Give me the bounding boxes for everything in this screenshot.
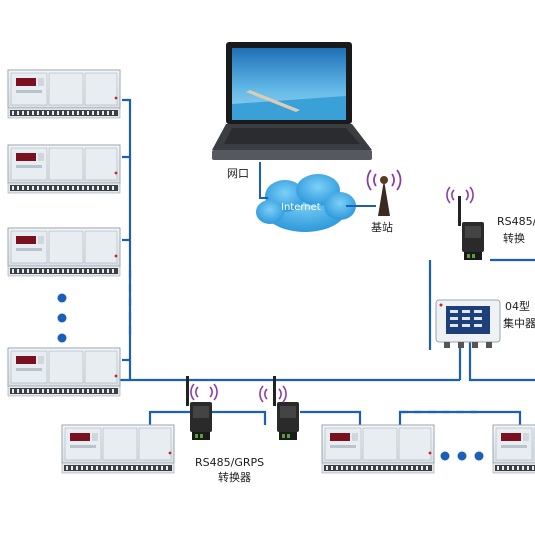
signal-waves-icon [190, 383, 218, 401]
network-port-link [259, 162, 268, 199]
gprs-modem-icon [186, 376, 212, 440]
laptop-icon [212, 42, 372, 160]
concentrator-line1: 04型 [505, 300, 530, 313]
meter-cabinet-icon [7, 347, 121, 397]
meter-cabinet-icon [492, 424, 535, 474]
meter-cabinet-icon [7, 144, 121, 194]
meter-cabinet-icon [321, 424, 435, 474]
concentrator-box-icon [435, 299, 501, 348]
bus-dashed [128, 270, 480, 414]
meter-cabinet-icon [61, 424, 175, 474]
ellipsis-dots [57, 293, 67, 343]
gprs-modem-icon [458, 196, 484, 260]
network-port-label: 网口 [227, 167, 249, 180]
concentrator-line2: 集中器 [503, 317, 535, 330]
converter-bottom-line2: 转换器 [218, 471, 251, 484]
bus-right-out [468, 340, 535, 382]
ellipsis-dots [440, 451, 484, 461]
base-station-label: 基站 [371, 221, 393, 234]
internet-cloud-icon [256, 174, 356, 232]
meter-cabinet-icon [7, 69, 121, 119]
converter-bottom-line1: RS485/GRPS [195, 456, 265, 469]
antenna-tower-icon [366, 169, 402, 216]
internet-label: Internet [281, 202, 321, 213]
bottom-bus-mid [300, 410, 362, 425]
converter-right-line1: RS485/ [497, 215, 535, 228]
converter-right-line2: 转换 [503, 232, 525, 245]
meter-cabinet-icon [7, 227, 121, 277]
bottom-bus-right [398, 410, 522, 425]
gprs-modem-icon [273, 376, 299, 440]
